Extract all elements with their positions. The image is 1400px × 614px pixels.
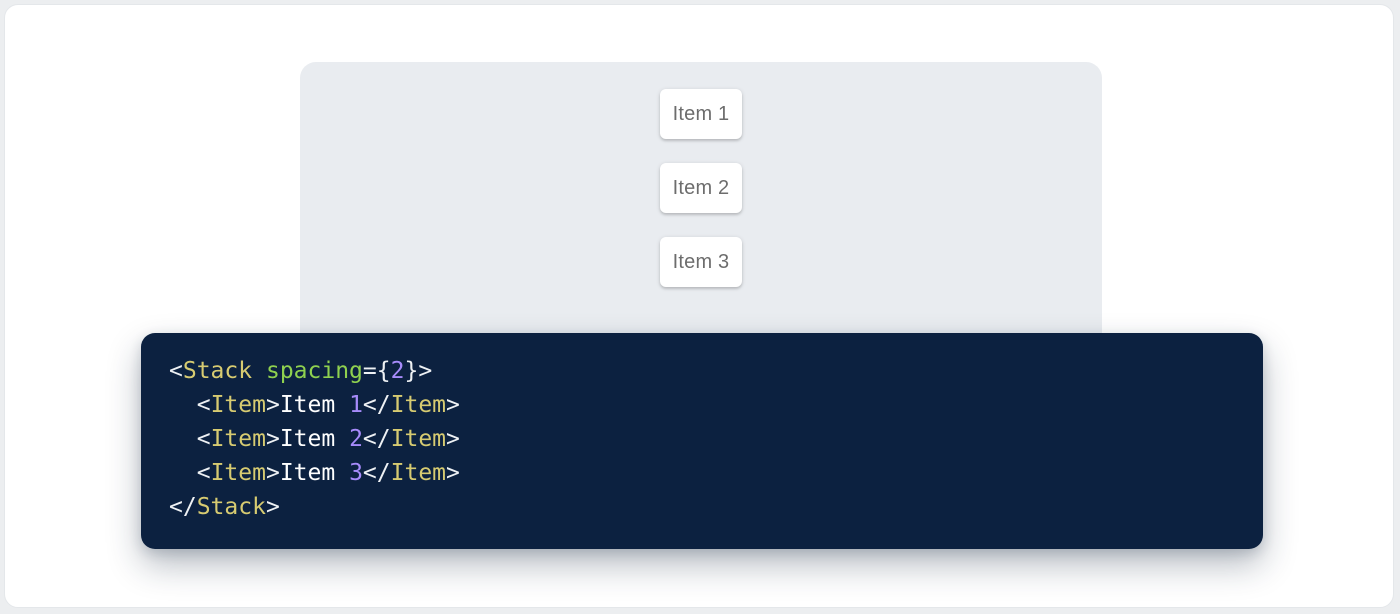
stack-item-1-label: Item 1 [672, 102, 730, 125]
code-snippet-block: <Stack spacing={2}> <Item>Item 1</Item> … [141, 333, 1263, 549]
stack-item-2-label: Item 2 [672, 176, 730, 199]
stack-item-2: Item 2 [660, 163, 742, 213]
code-content: <Stack spacing={2}> <Item>Item 1</Item> … [169, 354, 1235, 524]
stack-item-3: Item 3 [660, 237, 742, 287]
code-line: <Item>Item 1</Item> [196, 392, 460, 418]
code-line: </Stack> [169, 494, 280, 520]
stack-item-3-label: Item 3 [672, 250, 730, 273]
code-line: <Item>Item 2</Item> [196, 426, 460, 452]
stack-item-1: Item 1 [660, 89, 742, 139]
stack-demo-preview: Item 1 Item 2 Item 3 [300, 62, 1102, 352]
code-line: <Stack spacing={2}> [169, 358, 433, 384]
page-card: Item 1 Item 2 Item 3 <Stack spacing={2}>… [4, 4, 1394, 608]
code-line: <Item>Item 3</Item> [196, 460, 460, 486]
